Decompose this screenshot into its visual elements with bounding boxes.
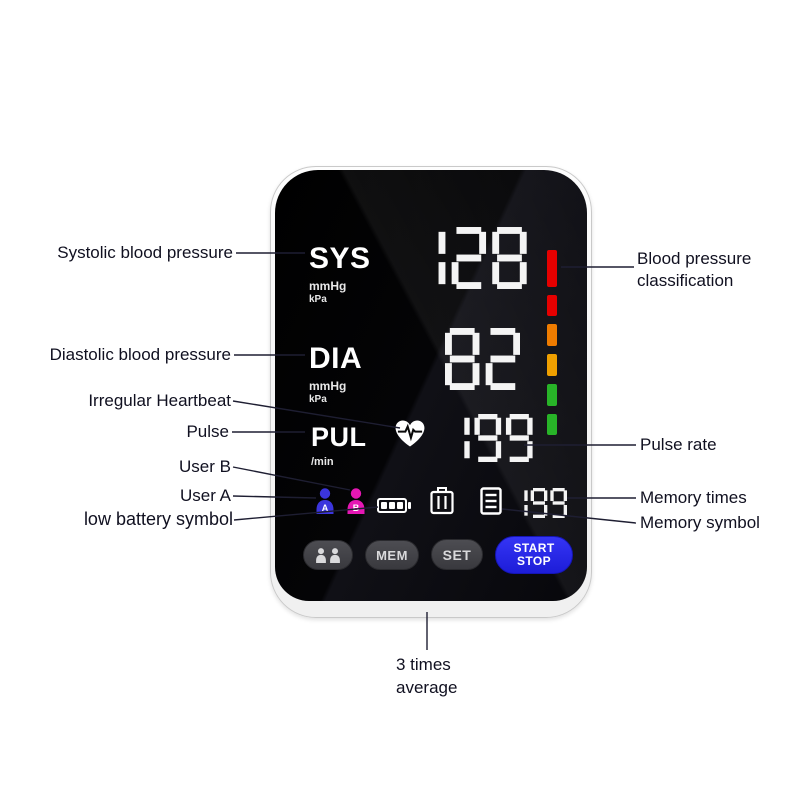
label-systolic-blood-pressure: Systolic blood pressure — [57, 243, 233, 262]
set-button[interactable]: SET — [431, 539, 483, 570]
label-irregular-heartbeat: Irregular Heartbeat — [88, 391, 231, 410]
memory-list-icon — [480, 487, 502, 520]
svg-text:A: A — [322, 503, 329, 513]
seven-segment-digits — [524, 488, 567, 518]
dia-label: DIA — [309, 342, 363, 375]
sys-block: SYS mmHg kPa — [309, 242, 371, 305]
device-screen: SYS mmHg kPa DIA mmHg kPa PUL /min — [275, 170, 587, 601]
classification-segment — [547, 324, 557, 346]
classification-segment — [547, 250, 557, 287]
pul-block: PUL /min — [311, 422, 367, 468]
battery-icon — [377, 498, 411, 513]
screen-gloss — [275, 170, 587, 601]
seven-segment-digits — [464, 414, 533, 462]
user-switch-button[interactable] — [303, 540, 353, 570]
sys-unit-mmhg: mmHg — [309, 279, 347, 293]
user-button-person-icon — [316, 547, 326, 563]
user-b-icon: B — [346, 488, 366, 519]
seven-segment-digits — [445, 328, 521, 390]
svg-text:B: B — [353, 503, 360, 513]
bp-monitor-device: SYS mmHg kPa DIA mmHg kPa PUL /min — [270, 166, 592, 618]
dia-unit-kpa: kPa — [309, 394, 327, 405]
seven-segment-digits — [438, 227, 527, 289]
pulse-value-display — [443, 414, 533, 467]
sys-value-display — [411, 227, 527, 294]
sys-label: SYS — [309, 242, 371, 275]
classification-segment — [547, 354, 557, 376]
classification-segment — [547, 414, 557, 435]
dia-value-display — [445, 328, 521, 395]
dia-block: DIA mmHg kPa — [309, 342, 362, 405]
pul-unit-min: /min — [311, 456, 334, 468]
mem-button[interactable]: MEM — [365, 540, 419, 570]
dia-unit-mmhg: mmHg — [309, 379, 347, 393]
label-low-battery-symbol: low battery symbol — [83, 509, 233, 529]
classification-segment — [547, 295, 557, 316]
battery-cell — [397, 502, 403, 509]
label-user-a: User A — [179, 486, 231, 505]
irregular-heartbeat-icon — [395, 420, 425, 452]
battery-cell — [381, 502, 387, 509]
user-button-person-icon — [330, 547, 340, 563]
label-diastolic-blood-pressure: Diastolic blood pressure — [49, 345, 231, 364]
battery-cell — [389, 502, 395, 509]
start-label: START — [513, 541, 555, 555]
average-3-icon — [430, 487, 454, 520]
memory-times-display — [511, 488, 567, 523]
pul-label: PUL — [311, 422, 367, 452]
label-3-times-average: 3 times average — [396, 655, 458, 697]
label-user-b: User B — [179, 457, 231, 476]
label-blood-pressure-classification: Blood pressure classification — [637, 249, 752, 290]
classification-segment — [547, 384, 557, 406]
label-memory-symbol: Memory symbol — [640, 513, 760, 532]
label-pulse: Pulse — [186, 422, 229, 441]
user-a-icon: A — [315, 488, 335, 519]
bp-classification-bars — [547, 250, 557, 443]
label-pulse-rate: Pulse rate — [640, 435, 717, 454]
label-memory-times: Memory times — [640, 488, 747, 507]
stop-label: STOP — [516, 554, 552, 568]
start-stop-button[interactable]: START STOP — [495, 536, 573, 574]
sys-unit-kpa: kPa — [309, 294, 327, 305]
